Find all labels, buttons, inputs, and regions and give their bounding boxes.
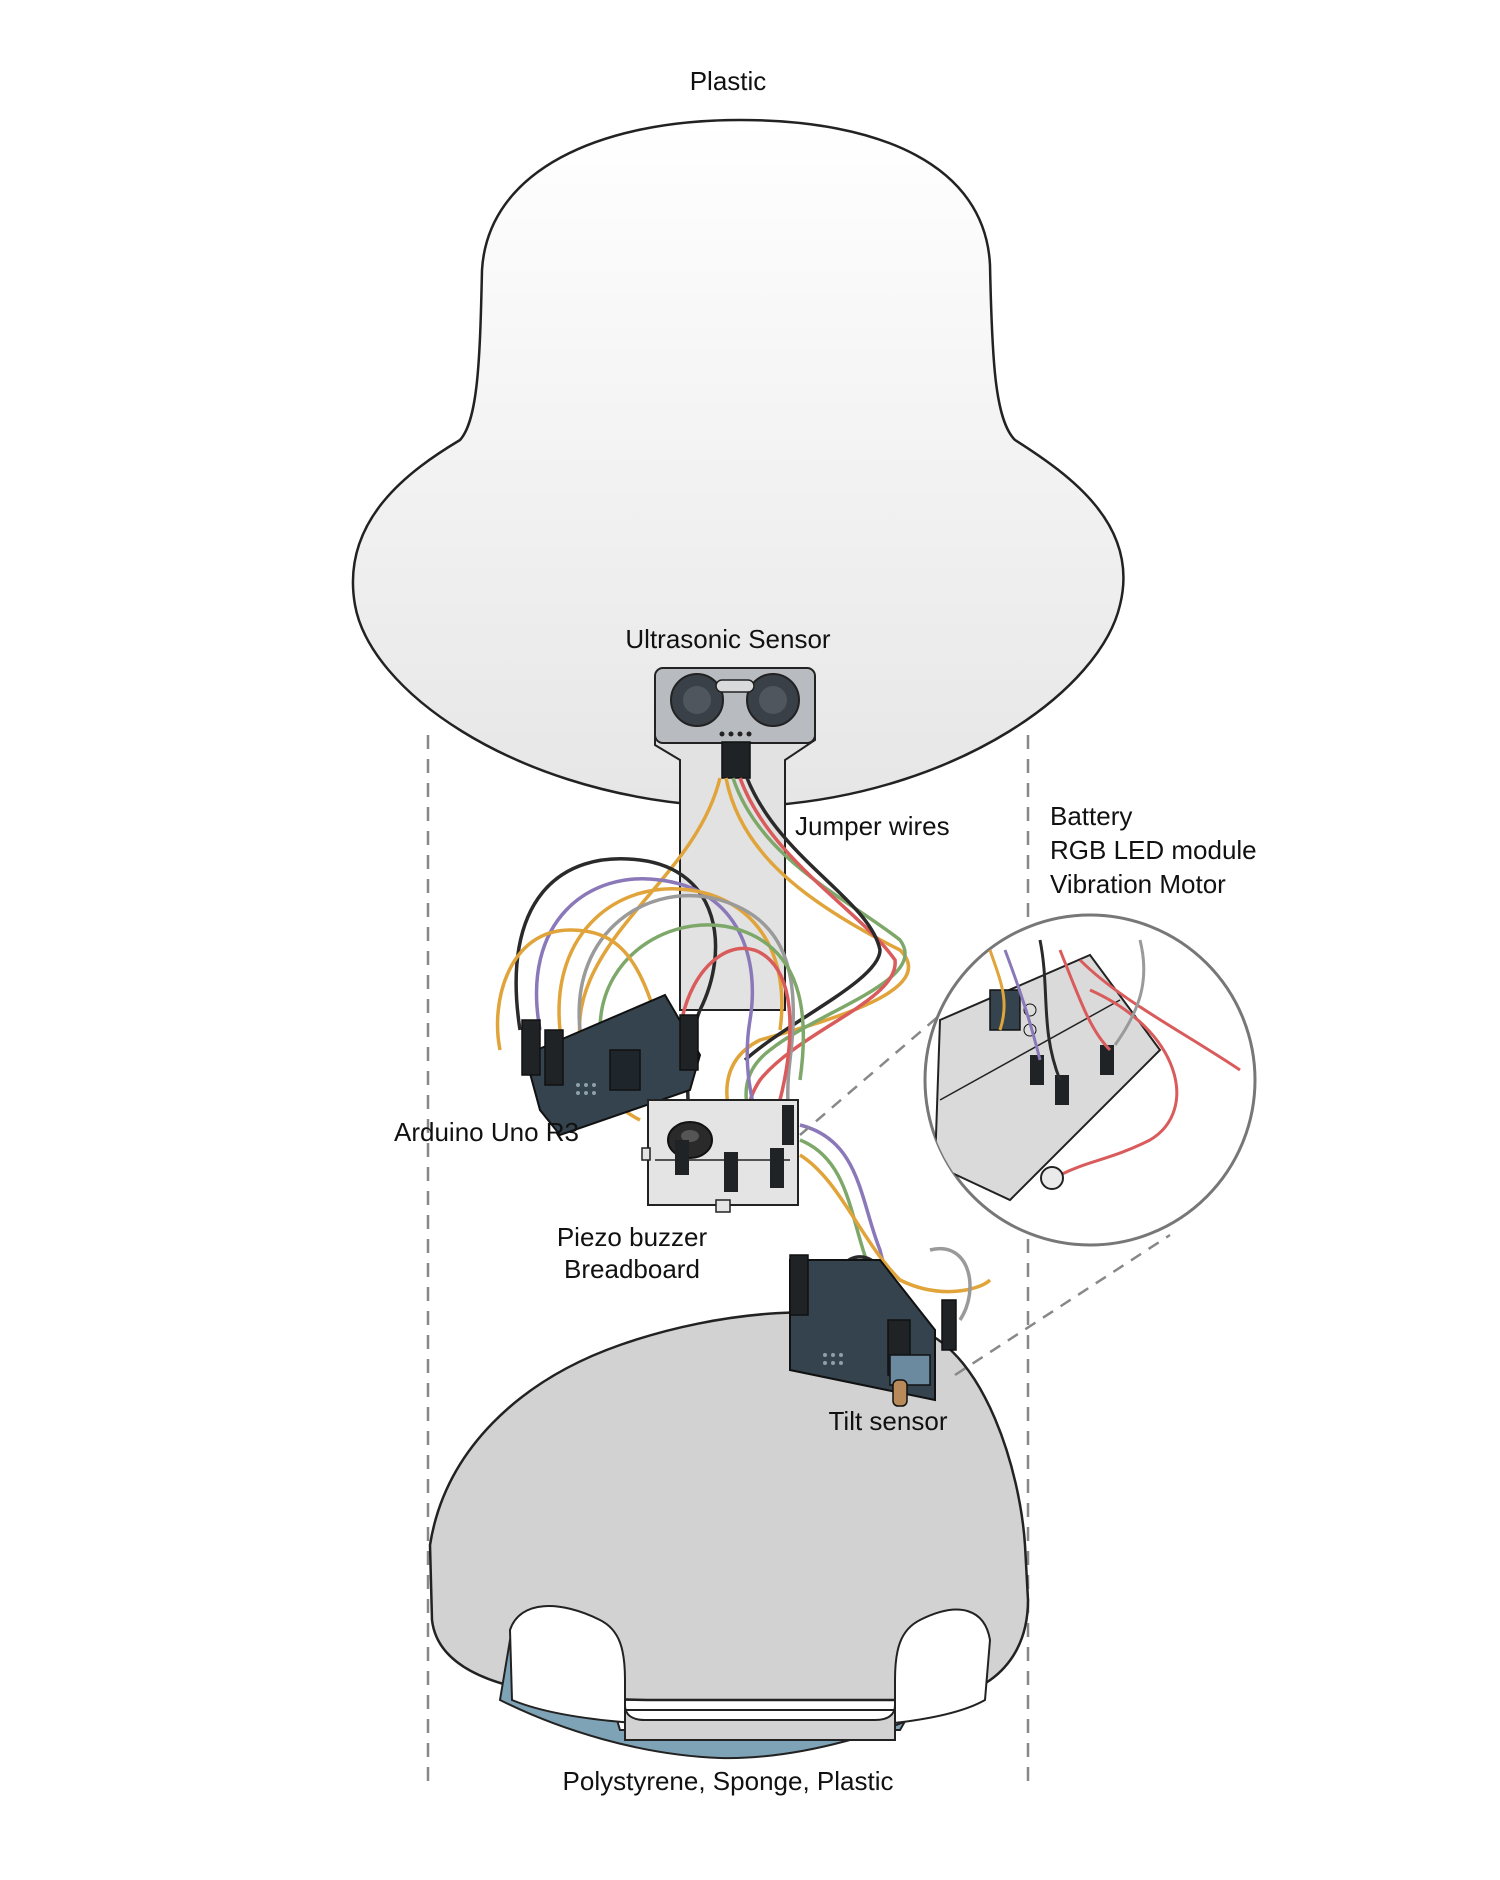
label-jumper-wires: Jumper wires: [795, 811, 950, 841]
label-tilt-sensor: Tilt sensor: [829, 1406, 948, 1436]
label-piezo-buzzer: Piezo buzzer: [557, 1222, 708, 1252]
label-ultrasonic-sensor: Ultrasonic Sensor: [625, 624, 831, 654]
label-vibration-motor: Vibration Motor: [1050, 869, 1226, 899]
label-breadboard: Breadboard: [564, 1254, 700, 1284]
label-battery: Battery: [1050, 801, 1132, 831]
label-top-material: Plastic: [690, 66, 767, 96]
label-arduino: Arduino Uno R3: [394, 1117, 579, 1147]
zoom-detail: [925, 915, 1255, 1245]
zoom-line-lower: [955, 1235, 1170, 1375]
label-rgb-led: RGB LED module: [1050, 835, 1257, 865]
label-bottom-material: Polystyrene, Sponge, Plastic: [563, 1766, 894, 1796]
